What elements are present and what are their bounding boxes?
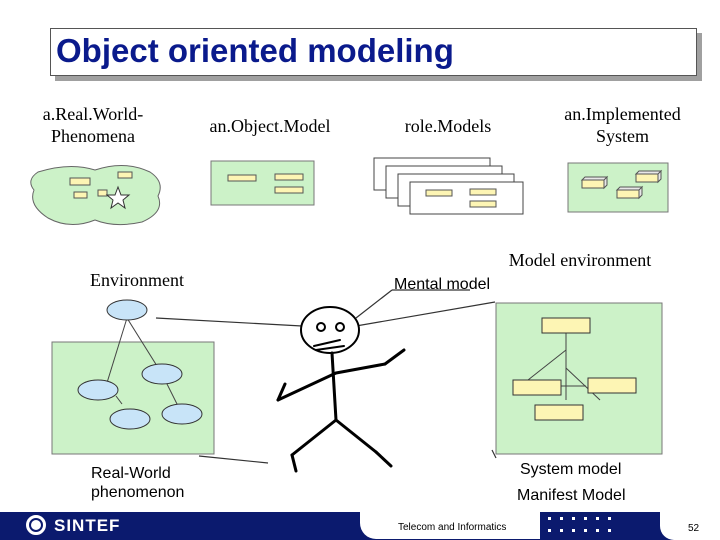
label-manifest-model: Manifest Model <box>517 487 626 504</box>
label-mental-model: Mental model <box>394 276 491 293</box>
role-model-object <box>469 188 497 196</box>
object-model-box <box>210 160 315 206</box>
model-box <box>534 404 584 421</box>
footer-page-panel <box>660 507 720 540</box>
blob-object <box>117 171 133 179</box>
label-line: Real-World <box>91 465 171 482</box>
real-world-blob <box>30 165 161 226</box>
environment-node <box>77 379 119 401</box>
page-number: 52 <box>688 523 700 534</box>
person-icon <box>276 306 406 473</box>
object-model-object <box>274 186 304 194</box>
label-role-models: role.Models <box>404 116 492 136</box>
star-icon <box>105 185 131 210</box>
role-model-card <box>409 181 524 215</box>
title-frame <box>50 28 697 76</box>
sintef-logo-icon <box>26 515 46 535</box>
label-line: phenomenon <box>91 484 185 502</box>
label-environment: Environment <box>90 270 184 290</box>
object-model-object <box>274 173 304 181</box>
role-model-object <box>425 189 453 197</box>
label-model-environment: Model environment <box>508 250 652 270</box>
role-model-object <box>469 200 497 208</box>
implemented-object <box>615 185 644 200</box>
environment-node <box>141 363 183 385</box>
model-box <box>541 317 591 334</box>
footer-logo-text: SINTEF <box>54 516 121 535</box>
environment-node <box>161 403 203 425</box>
blob-object <box>97 189 108 197</box>
blob-object <box>73 191 88 199</box>
sintef-logo-dot <box>31 520 41 530</box>
label-real-world-phenomena: a.Real.World- Phenomena <box>38 104 148 147</box>
label-line: an.Implemented <box>564 104 681 124</box>
implemented-object <box>581 179 605 189</box>
model-box <box>587 377 637 394</box>
environment-box <box>51 341 215 455</box>
label-system-model: System model <box>520 461 622 478</box>
label-line: Phenomena <box>51 125 135 146</box>
object-model-object <box>227 174 257 182</box>
implemented-object <box>634 169 663 184</box>
label-implemented-system: an.Implemented System <box>555 104 690 147</box>
environment-node <box>109 408 151 430</box>
label-object-model: an.Object.Model <box>209 116 331 136</box>
label-real-world-phenomenon: Real-World phenomenon <box>91 464 184 502</box>
footer-department: Telecom and Informatics <box>398 522 507 533</box>
model-box <box>512 379 562 396</box>
role-model-stack <box>373 157 524 215</box>
label-line: a.Real.World- <box>42 104 144 124</box>
blob-object <box>69 177 91 186</box>
slide-title: Object oriented modeling <box>56 32 454 69</box>
footer-center-panel <box>360 507 540 539</box>
environment-node <box>106 299 148 321</box>
label-line: System <box>595 125 649 146</box>
